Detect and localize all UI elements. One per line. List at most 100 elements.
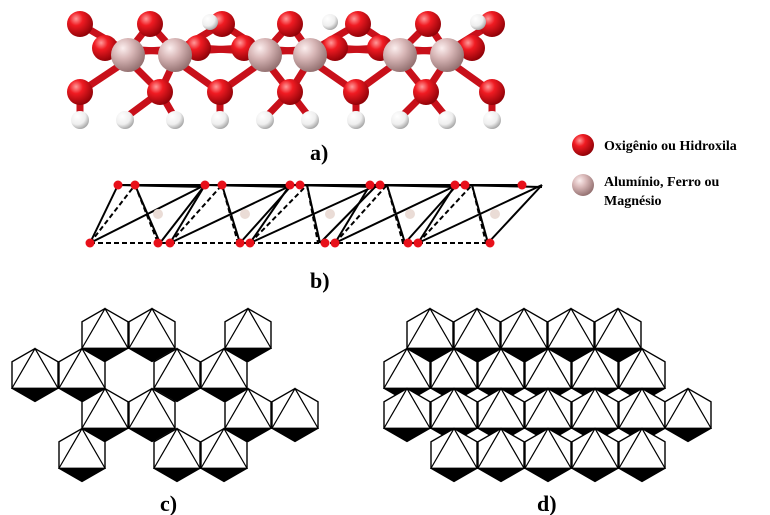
hatch-line bbox=[530, 348, 549, 379]
edge bbox=[417, 184, 473, 244]
hatch-line bbox=[34, 348, 53, 379]
edge bbox=[319, 184, 378, 244]
oxygen-atom bbox=[413, 79, 439, 105]
edge bbox=[386, 184, 404, 244]
hatch-line bbox=[641, 388, 660, 419]
edge bbox=[249, 184, 378, 244]
oxygen-vertex bbox=[330, 238, 340, 248]
hatch-line bbox=[624, 388, 643, 419]
hatch-line bbox=[81, 428, 100, 459]
octahedron-shadow bbox=[225, 348, 271, 362]
hydrogen-atom bbox=[483, 111, 501, 129]
hatch-line bbox=[547, 388, 566, 419]
metal-atom bbox=[405, 209, 415, 219]
octahedron-shadow bbox=[595, 348, 641, 362]
octahedron bbox=[476, 347, 526, 403]
octahedron-shadow bbox=[431, 468, 477, 482]
oxygen-atom bbox=[67, 11, 93, 37]
oxygen-atom bbox=[459, 35, 485, 61]
oxygen-vertex bbox=[153, 238, 163, 248]
hatch-line bbox=[476, 308, 495, 339]
octahedron bbox=[127, 307, 177, 363]
legend: Oxigênio ou Hidroxila Alumínio, Ferro ou… bbox=[572, 134, 737, 209]
octahedron bbox=[546, 307, 596, 363]
panel-label-c: c) bbox=[160, 491, 177, 515]
octahedra-edges bbox=[89, 184, 543, 244]
hatch-line bbox=[577, 348, 596, 379]
hatch-line bbox=[206, 428, 225, 459]
hatch-line bbox=[483, 348, 502, 379]
hydrogen-atom bbox=[71, 111, 89, 129]
octahedron-shadow bbox=[525, 468, 571, 482]
oxygen-atom bbox=[415, 11, 441, 37]
hydrogen-atom bbox=[438, 111, 456, 129]
hatch-line bbox=[553, 308, 572, 339]
octahedron-shadow bbox=[619, 468, 665, 482]
panel-label-d: d) bbox=[537, 491, 557, 515]
oxygen-atom bbox=[207, 79, 233, 105]
ball-and-stick-layer bbox=[67, 11, 505, 129]
dioctahedral-sheet bbox=[10, 307, 320, 483]
hatch-line bbox=[577, 388, 596, 419]
octahedra-vertices bbox=[85, 180, 527, 248]
octahedron bbox=[80, 307, 130, 363]
octahedron bbox=[57, 347, 107, 403]
oxygen-atom bbox=[322, 35, 348, 61]
hatch-line bbox=[506, 308, 525, 339]
hydrogen-atom bbox=[391, 111, 409, 129]
metal-atom bbox=[383, 38, 417, 72]
octahedron-shadow bbox=[454, 348, 500, 362]
octahedron-shadow bbox=[384, 428, 430, 442]
hatch-line bbox=[412, 308, 431, 339]
metal-atom bbox=[240, 209, 250, 219]
octahedron bbox=[199, 427, 249, 483]
hatch-line bbox=[483, 388, 502, 419]
edge bbox=[249, 184, 308, 244]
oxygen-vertex bbox=[485, 238, 495, 248]
octahedron bbox=[152, 427, 202, 483]
hydrogen-atom bbox=[322, 14, 338, 30]
octahedron-shadow bbox=[548, 348, 594, 362]
octahedron bbox=[617, 427, 667, 483]
hatch-line bbox=[87, 308, 106, 339]
hatch-line bbox=[453, 428, 472, 459]
metal-atom bbox=[430, 38, 464, 72]
hydrogen-atom bbox=[256, 111, 274, 129]
oxygen-atom bbox=[479, 79, 505, 105]
oxygen-atom bbox=[67, 79, 93, 105]
oxygen-atom bbox=[343, 79, 369, 105]
edge bbox=[417, 184, 456, 244]
edge bbox=[417, 184, 543, 244]
octahedron-shadow bbox=[154, 468, 200, 482]
hatch-line bbox=[429, 308, 448, 339]
edge bbox=[369, 184, 458, 188]
edge bbox=[89, 184, 119, 244]
hydrogen-atom bbox=[211, 111, 229, 129]
legend-metal-label-line2: Magnésio bbox=[604, 194, 662, 209]
edge bbox=[89, 184, 206, 244]
hatch-line bbox=[206, 348, 225, 379]
atom-group bbox=[67, 11, 505, 129]
hatch-line bbox=[687, 388, 706, 419]
metal-atom bbox=[325, 209, 335, 219]
hatch-line bbox=[500, 428, 519, 459]
oxygen-vertex bbox=[200, 180, 210, 190]
oxygen-vertex bbox=[235, 238, 245, 248]
metal-atom bbox=[111, 38, 145, 72]
hatch-line bbox=[151, 388, 170, 419]
oxygen-atom bbox=[277, 79, 303, 105]
oxygen-vertex bbox=[130, 180, 140, 190]
oxygen-vertex bbox=[403, 238, 413, 248]
hatch-line bbox=[151, 308, 170, 339]
octahedron-shadow bbox=[272, 428, 318, 442]
hatch-line bbox=[159, 428, 178, 459]
octahedron-shadow bbox=[201, 468, 247, 482]
hatch-line bbox=[87, 388, 106, 419]
legend-metal-label-line1: Alumínio, Ferro ou bbox=[604, 175, 719, 190]
hatch-line bbox=[459, 308, 478, 339]
oxygen-vertex bbox=[245, 238, 255, 248]
hatch-line bbox=[389, 348, 408, 379]
hatch-line bbox=[530, 388, 549, 419]
octahedron-shadow bbox=[478, 468, 524, 482]
hatch-line bbox=[523, 308, 542, 339]
